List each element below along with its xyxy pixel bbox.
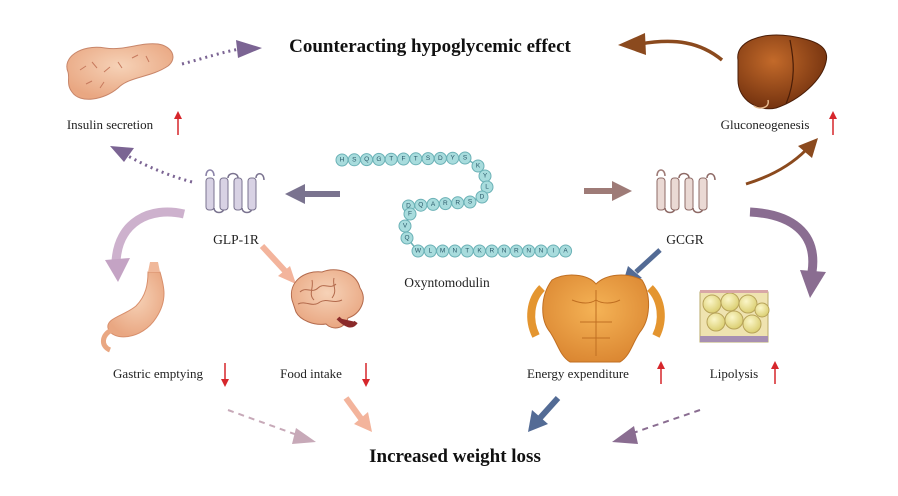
arrow-energy-to-weightloss	[537, 395, 561, 421]
amino-acid-letter: W	[415, 248, 422, 255]
glp1r-receptor-icon	[205, 169, 265, 214]
arrow-gastric-to-weightloss	[227, 409, 301, 437]
arrow-glp1r-to-insulin	[127, 154, 193, 184]
amino-acid-letter: H	[340, 157, 345, 164]
amino-acid-letter: T	[414, 155, 418, 162]
amino-acid-letter: R	[443, 200, 448, 207]
lipolysis-label: Lipolysis	[710, 366, 758, 381]
arrow-lipolysis-to-weightloss	[629, 409, 701, 435]
arrow-glp1r-to-brain	[259, 243, 289, 275]
amino-acid-letter: G	[376, 156, 381, 163]
amino-acid-letter: S	[463, 155, 468, 162]
amino-acid-letter: Y	[483, 173, 488, 180]
arrow-gcgr-to-gluconeo	[745, 148, 808, 186]
amino-acid-letter: N	[453, 248, 458, 255]
energy-label: Energy expenditure	[527, 366, 629, 381]
arrow-peptide-to-gcgr	[584, 181, 632, 201]
arrow-pancreas-to-title	[181, 47, 241, 66]
adipose-icon	[699, 290, 770, 343]
insulin-up-arrow	[174, 111, 182, 135]
arrow-gcgr-to-lipolysis	[749, 207, 818, 273]
amino-acid-letter: S	[426, 155, 431, 162]
amino-acid-letter: F	[402, 156, 406, 163]
amino-acid-letter: Y	[451, 155, 456, 162]
amino-acid-bead	[400, 231, 414, 245]
amino-acid-letter: Q	[418, 202, 423, 209]
amino-acid-bead	[559, 244, 573, 258]
amino-acid-letter: L	[428, 248, 432, 255]
amino-acid-letter: L	[485, 184, 489, 191]
title-top: Counteracting hypoglycemic effect	[289, 36, 571, 57]
amino-acid-bead	[471, 159, 485, 173]
energy-up-arrow	[657, 361, 665, 384]
arrow-gcgr-to-muscle	[634, 248, 662, 274]
amino-acid-letter: N	[502, 248, 507, 255]
amino-acid-letter: T	[389, 156, 393, 163]
amino-acid-letter: M	[440, 248, 445, 255]
amino-acid-letter: D	[480, 194, 485, 201]
arrow-peptide-to-glp1r	[285, 184, 340, 204]
title-bottom: Increased weight loss	[369, 446, 541, 467]
amino-acid-bead	[458, 151, 472, 165]
amino-acid-letter: Q	[364, 156, 369, 163]
lipolysis-up-arrow	[771, 361, 779, 384]
peptide-label: Oxyntomodulin	[404, 275, 490, 290]
torso-icon	[527, 274, 665, 363]
arrow-glp1r-to-stomach	[111, 207, 186, 263]
arrow-food-to-weightloss	[343, 396, 365, 422]
gcgr-receptor-icon	[656, 169, 716, 214]
amino-acid-letter: S	[352, 156, 357, 163]
liver-icon	[737, 34, 828, 110]
amino-acid-letter: K	[476, 163, 481, 170]
amino-acid-letter: K	[477, 248, 482, 255]
gastric-down-arrow	[221, 363, 229, 387]
amino-acid-letter: A	[431, 201, 436, 208]
amino-acid-bead	[475, 190, 489, 204]
amino-acid-letter: A	[563, 248, 568, 255]
amino-acid-letter: R	[514, 248, 519, 255]
gcgr-label: GCGR	[666, 232, 704, 247]
arrow-liver-to-title	[639, 39, 724, 62]
amino-acid-letter: Q	[404, 235, 409, 242]
gluconeo-label: Gluconeogenesis	[721, 117, 810, 132]
food-down-arrow	[362, 363, 370, 387]
amino-acid-letter: R	[455, 199, 460, 206]
brain-icon	[290, 269, 364, 329]
amino-acid-letter: R	[489, 248, 494, 255]
amino-acid-letter: N	[526, 248, 531, 255]
gastric-label: Gastric emptying	[113, 366, 203, 381]
amino-acid-letter: D	[438, 155, 443, 162]
food-label: Food intake	[280, 366, 342, 381]
amino-acid-bead	[403, 207, 417, 221]
insulin-label: Insulin secretion	[67, 117, 154, 132]
amino-acid-letter: D	[406, 203, 411, 210]
amino-acid-letter: F	[408, 211, 412, 218]
amino-acid-letter: S	[468, 199, 473, 206]
glp1r-label: GLP-1R	[213, 232, 259, 247]
gluconeo-up-arrow	[829, 111, 837, 135]
amino-acid-letter: T	[465, 248, 469, 255]
amino-acid-letter: I	[552, 248, 554, 255]
stomach-icon	[101, 262, 165, 353]
pancreas-icon	[66, 43, 174, 100]
amino-acid-letter: N	[539, 248, 544, 255]
amino-acid-letter: V	[403, 223, 408, 230]
